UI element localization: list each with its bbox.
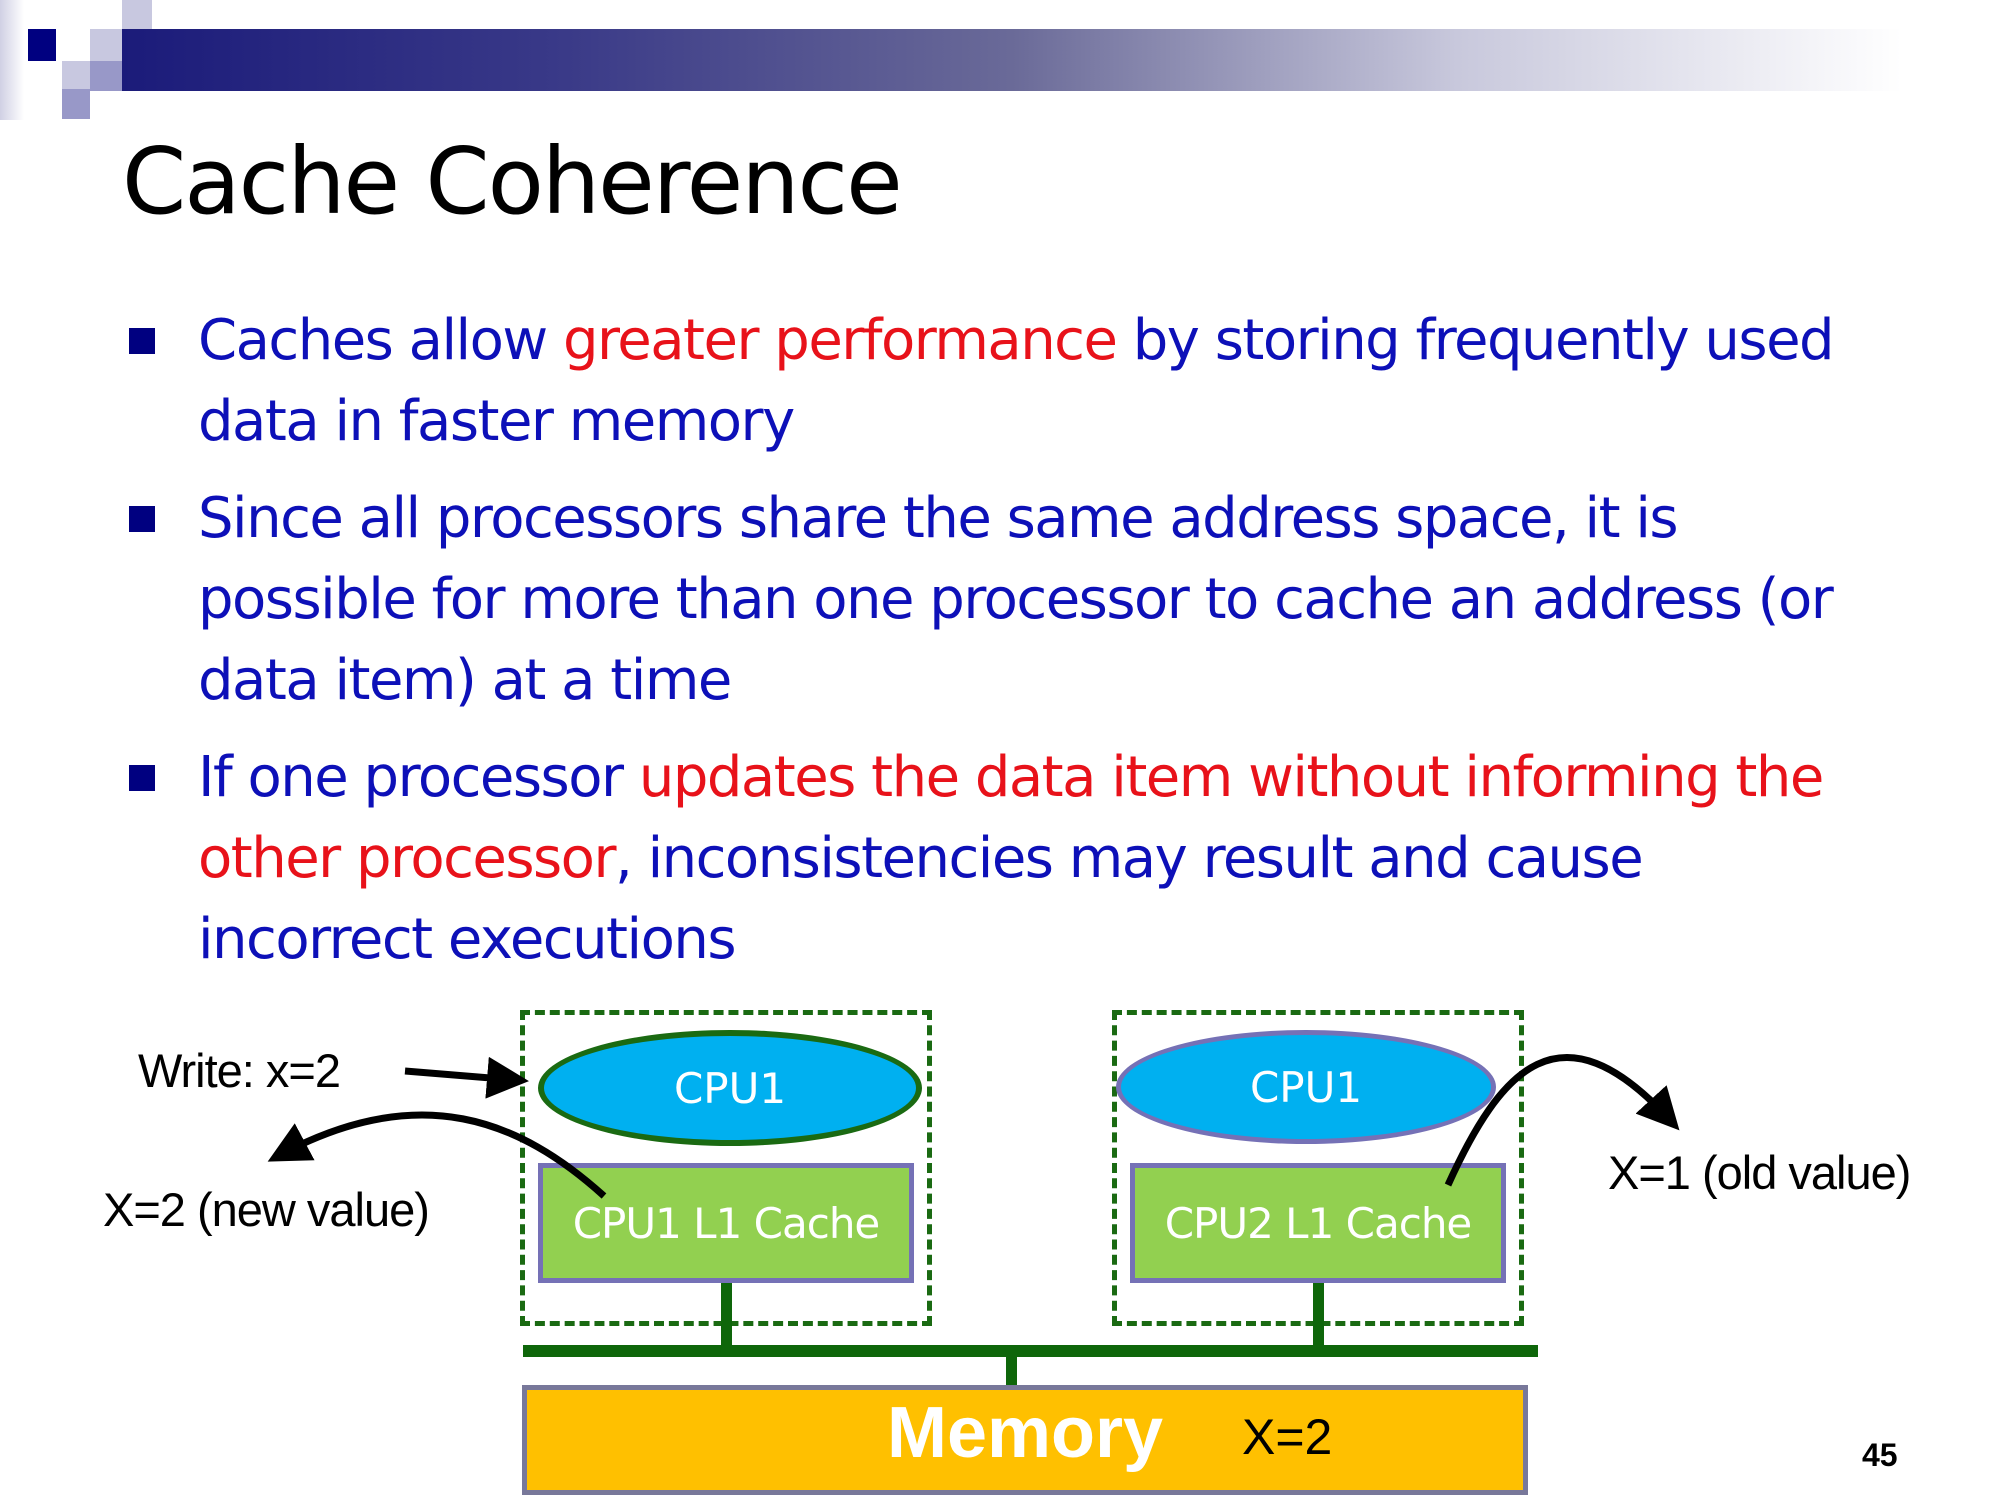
right-cpu-label: CPU1 — [1249, 1062, 1363, 1112]
bullet-item: Caches allow greater performance by stor… — [125, 300, 1885, 462]
bullet-item: If one processor updates the data item w… — [125, 737, 1885, 980]
slide-title: Cache Coherence — [122, 128, 903, 235]
memory-bus-link — [1006, 1355, 1017, 1387]
right-cpu-node: CPU1 — [1116, 1030, 1496, 1144]
old-value-label: X=1 (old value) — [1608, 1146, 1911, 1199]
left-cache-node: CPU1 L1 Cache — [538, 1163, 914, 1283]
bullet-list: Caches allow greater performance by stor… — [125, 300, 1885, 996]
memory-value: X=2 — [1242, 1409, 1333, 1465]
new-value-arrow — [267, 1111, 607, 1199]
bullet-text: Caches allow — [198, 308, 563, 373]
bullet-text: by storing frequently used data in faste… — [198, 308, 1835, 454]
bullet-square-icon — [129, 765, 155, 791]
deco-square — [90, 61, 122, 91]
right-cache-node: CPU2 L1 Cache — [1130, 1163, 1506, 1283]
bullet-square-icon — [129, 506, 155, 532]
left-cache-bus-link — [721, 1283, 732, 1347]
left-cache-label: CPU1 L1 Cache — [572, 1198, 881, 1248]
right-cache-label: CPU2 L1 Cache — [1164, 1198, 1473, 1248]
deco-square — [28, 29, 56, 61]
bullet-text: , inconsistencies may result and cause i… — [198, 826, 1644, 972]
old-value-arrow — [1444, 1054, 1680, 1187]
deco-square — [62, 61, 90, 89]
bullet-text: If one processor — [198, 745, 639, 810]
header-gradient-bar — [122, 29, 1902, 91]
deco-square — [0, 0, 24, 120]
left-cpu-label: CPU1 — [673, 1063, 787, 1113]
bullet-square-icon — [129, 328, 155, 354]
bullet-text: Since all processors share the same addr… — [198, 486, 1834, 713]
left-cpu-node: CPU1 — [538, 1030, 922, 1146]
write-label: Write: x=2 — [138, 1044, 341, 1097]
bullet-item: Since all processors share the same addr… — [125, 478, 1885, 721]
bullet-emphasis: updates the data item without informing … — [198, 745, 1824, 891]
system-bus — [523, 1345, 1538, 1357]
new-value-label: X=2 (new value) — [103, 1183, 430, 1236]
deco-square — [90, 29, 122, 61]
right-cache-bus-link — [1313, 1283, 1324, 1347]
bullet-emphasis: greater performance — [562, 308, 1118, 373]
deco-square — [62, 89, 90, 119]
memory-label: Memory — [887, 1393, 1164, 1473]
write-arrow — [404, 1056, 529, 1099]
memory-node: Memory X=2 — [522, 1385, 1528, 1495]
page-number: 45 — [1862, 1437, 1898, 1473]
